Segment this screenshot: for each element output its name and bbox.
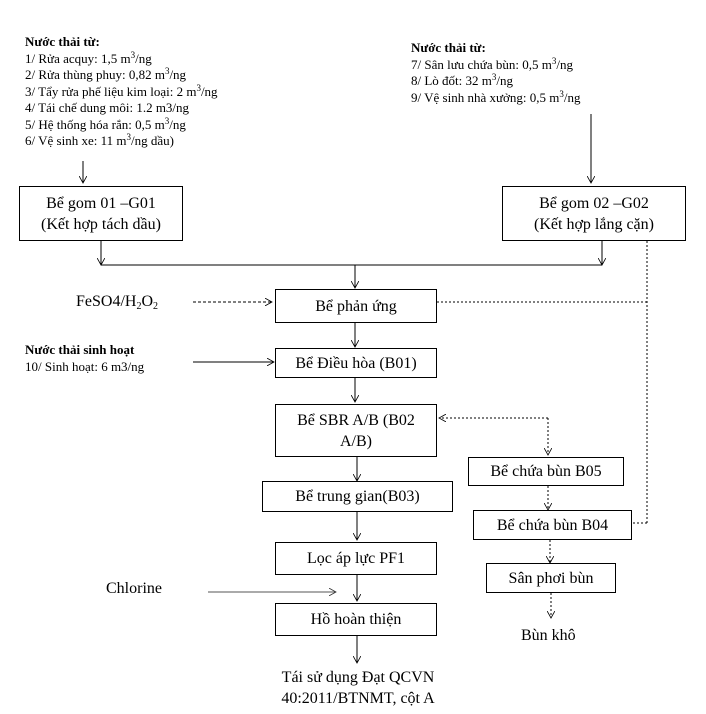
source-list-left-header: Nước thải từ:	[25, 34, 100, 49]
node-b01-equalization: Bể Điều hòa (B01)	[275, 348, 437, 378]
node-reaction-tank: Bể phản ứng	[275, 289, 437, 323]
source-item: 1/ Rửa acquy: 1,5 m3/ng	[25, 49, 152, 66]
chemical-chlorine-label: Chlorine	[106, 580, 162, 597]
node-b03-intermediate: Bể trung gian(B03)	[262, 481, 453, 512]
source-item: 7/ Sân lưu chứa bùn: 0,5 m3/ng	[411, 55, 573, 72]
source-item: 3/ Tẩy rửa phế liệu kim loại: 2 m3/ng	[25, 82, 218, 99]
source-list-right: Nước thải từ: 7/ Sân lưu chứa bùn: 0,5 m…	[411, 40, 581, 106]
chemical-fenton-label: FeSO4/H2O2	[76, 293, 159, 312]
source-item: 8/ Lò đốt: 32 m3/ng	[411, 72, 514, 89]
source-item: 6/ Vệ sinh xe: 11 m3/ng dầu)	[25, 132, 174, 149]
source-item: 4/ Tái chế dung môi: 1.2 m3/ng	[25, 100, 190, 115]
output-dry-sludge: Bùn khô	[521, 627, 576, 644]
output-reuse: Tái sử dụng Đạt QCVN 40:2011/BTNMT, cột …	[281, 669, 435, 707]
source-item: 2/ Rửa thùng phuy: 0,82 m3/ng	[25, 66, 187, 83]
node-b02-sbr: Bể SBR A/B (B02 A/B)	[275, 404, 437, 457]
node-b05-sludge-tank: Bể chứa bùn B05	[468, 457, 624, 486]
node-sludge-drying-yard: Sân phơi bùn	[486, 563, 616, 593]
source-item: 9/ Vệ sinh nhà xưởng: 0,5 m3/ng	[411, 88, 581, 105]
source-list-domestic-header: Nước thải sinh hoạt	[25, 342, 135, 357]
source-list-domestic: Nước thải sinh hoạt 10/ Sinh hoạt: 6 m3/…	[25, 342, 144, 375]
node-pf1-filter: Lọc áp lực PF1	[275, 542, 437, 575]
node-finishing-pond: Hồ hoàn thiện	[275, 603, 437, 636]
node-g01: Bể gom 01 –G01 (Kết hợp tách dầu)	[19, 186, 183, 241]
source-list-right-header: Nước thải từ:	[411, 40, 486, 55]
source-list-left: Nước thải từ: 1/ Rửa acquy: 1,5 m3/ng 2/…	[25, 34, 218, 150]
source-item: 10/ Sinh hoạt: 6 m3/ng	[25, 358, 145, 374]
node-g02: Bể gom 02 –G02 (Kết hợp lắng cặn)	[502, 186, 686, 241]
source-item: 5/ Hệ thống hóa rắn: 0,5 m3/ng	[25, 115, 186, 132]
node-b04-sludge-tank: Bể chứa bùn B04	[473, 510, 632, 540]
